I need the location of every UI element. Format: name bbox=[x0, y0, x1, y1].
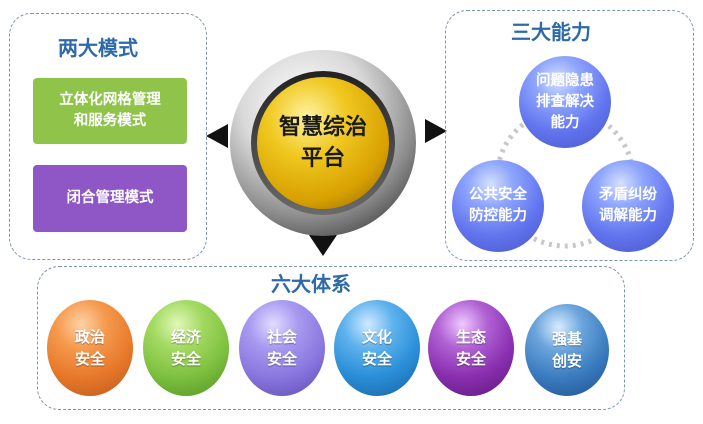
mode-closed-management: 闭合管理模式 bbox=[33, 165, 187, 232]
capability-hazard-line1: 问题隐患 bbox=[536, 72, 594, 89]
system-social-line2: 安全 bbox=[266, 350, 297, 368]
center-platform-label: 智慧综治 平台 bbox=[228, 48, 418, 238]
mode-closed-label: 闭合管理模式 bbox=[66, 190, 154, 206]
capability-safety-line1: 公共安全 bbox=[469, 187, 527, 203]
system-social-security: 社会 安全 bbox=[239, 300, 325, 396]
mode-grid-line1: 立体化网格管理 bbox=[59, 92, 161, 108]
arrow-down-icon bbox=[309, 235, 337, 256]
arrow-right-icon bbox=[425, 119, 447, 143]
capability-hazard-resolution: 问题隐患 排查解决 能力 bbox=[519, 56, 611, 148]
capabilities-panel bbox=[445, 10, 694, 261]
center-emblem-graphic bbox=[230, 50, 416, 236]
capability-mediation-line2: 调解能力 bbox=[599, 208, 657, 224]
system-grassroots-line2: 创安 bbox=[551, 352, 582, 370]
system-economic-line2: 安全 bbox=[170, 350, 201, 368]
system-cultural-line2: 安全 bbox=[361, 350, 392, 368]
system-social-line1: 社会 bbox=[266, 328, 297, 346]
system-political-security: 政治 安全 bbox=[47, 300, 133, 396]
system-grassroots-safety: 强基 创安 bbox=[525, 304, 609, 396]
system-ecological-security: 生态 安全 bbox=[428, 300, 514, 396]
system-cultural-line1: 文化 bbox=[361, 328, 392, 346]
system-economic-line1: 经济 bbox=[170, 328, 201, 346]
capability-dispute-mediation: 矛盾纠纷 调解能力 bbox=[582, 160, 674, 252]
capability-mediation-line1: 矛盾纠纷 bbox=[599, 187, 657, 203]
modes-title: 两大模式 bbox=[58, 36, 138, 60]
center-line1: 智慧综治 bbox=[278, 114, 367, 140]
capability-hazard-line2: 排查解决 bbox=[536, 93, 594, 110]
center-line2: 平台 bbox=[300, 145, 345, 171]
system-political-line2: 安全 bbox=[74, 350, 105, 368]
arrow-left-icon bbox=[206, 124, 228, 148]
system-economic-security: 经济 安全 bbox=[143, 300, 229, 396]
systems-panel bbox=[37, 266, 625, 410]
modes-panel bbox=[9, 13, 207, 260]
capability-safety-line2: 防控能力 bbox=[469, 208, 527, 224]
system-political-line1: 政治 bbox=[74, 328, 105, 346]
center-platform-emblem: 智慧综治 平台 bbox=[228, 48, 418, 238]
system-ecological-line1: 生态 bbox=[455, 328, 486, 346]
capability-hazard-line3: 能力 bbox=[550, 114, 580, 131]
capabilities-title: 三大能力 bbox=[511, 20, 591, 44]
mode-grid-line2: 和服务模式 bbox=[73, 113, 147, 129]
capability-public-safety: 公共安全 防控能力 bbox=[452, 160, 544, 252]
system-grassroots-line1: 强基 bbox=[551, 330, 582, 348]
mode-grid-management: 立体化网格管理 和服务模式 bbox=[33, 78, 187, 144]
system-ecological-line2: 安全 bbox=[455, 350, 486, 368]
systems-title: 六大体系 bbox=[265, 268, 357, 297]
system-cultural-security: 文化 安全 bbox=[334, 300, 420, 396]
